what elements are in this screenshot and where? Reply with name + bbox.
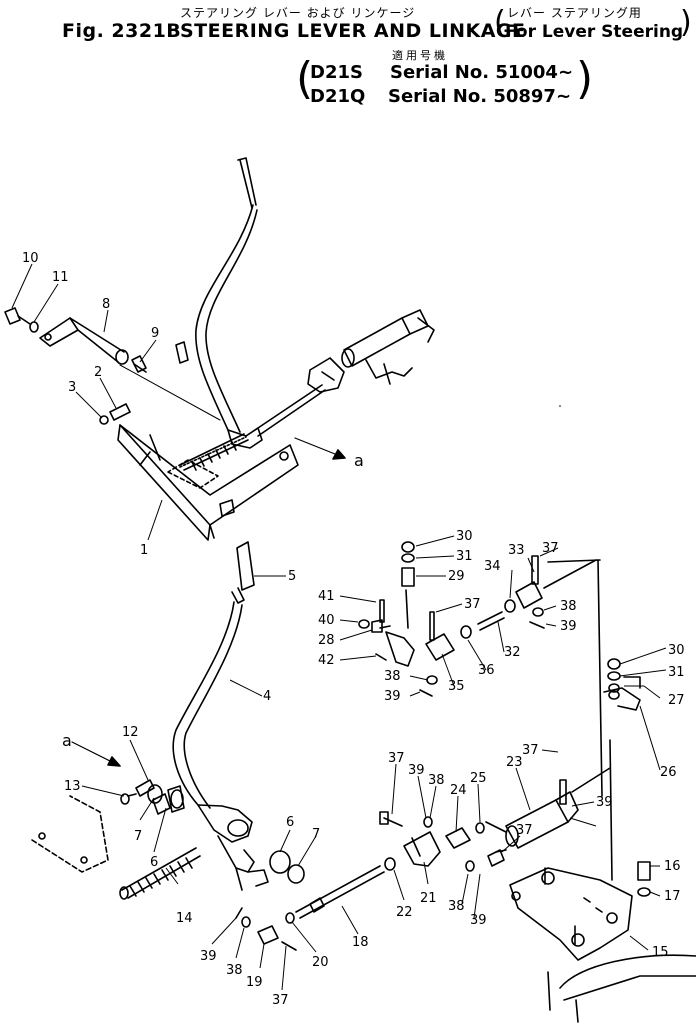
callout-38-i: 39 bbox=[596, 795, 613, 810]
callout-11: 11 bbox=[52, 270, 69, 285]
callout-38-g: 38 bbox=[448, 899, 465, 914]
serial-model-1: D21S bbox=[310, 62, 363, 83]
callout-5: 5 bbox=[288, 569, 296, 584]
japanese-title: ステアリング レバー および リンケージ bbox=[180, 6, 416, 20]
callout-39-a: 39 bbox=[560, 619, 577, 634]
callout-40: 40 bbox=[318, 613, 335, 628]
callout-2: 2 bbox=[94, 365, 102, 380]
callout-38-a: 38 bbox=[560, 599, 577, 614]
serial-number-2: Serial No. 50897∼ bbox=[388, 86, 572, 107]
callout-9: 9 bbox=[151, 326, 159, 341]
variant-close-paren: ) bbox=[680, 5, 692, 40]
callout-29: 29 bbox=[448, 569, 465, 584]
callout-30: 30 bbox=[456, 529, 473, 544]
callout-25: 25 bbox=[470, 771, 487, 786]
callout-38-b: 38 bbox=[384, 669, 401, 684]
callout-labels: 10 11 8 9 2 3 1 5 4 12 13 7 6 14 6 7 18 … bbox=[22, 251, 685, 1008]
callout-34: 34 bbox=[484, 559, 501, 574]
callout-6b: 6 bbox=[286, 815, 294, 830]
callout-24: 24 bbox=[450, 783, 467, 798]
callout-8: 8 bbox=[102, 297, 110, 312]
callout-35: 35 bbox=[448, 679, 465, 694]
serial-open-paren: ( bbox=[296, 53, 314, 104]
callout-23: 23 bbox=[506, 755, 523, 770]
callout-16: 16 bbox=[664, 859, 681, 874]
callout-1: 1 bbox=[140, 543, 148, 558]
callout-26: 26 bbox=[660, 765, 677, 780]
callout-37-h: 37 bbox=[522, 743, 539, 758]
variant-title: For Lever Steering bbox=[505, 22, 684, 42]
callout-10: 10 bbox=[22, 251, 39, 266]
callout-37-f: 37 bbox=[272, 993, 289, 1008]
view-label-a-lower: a bbox=[62, 731, 72, 750]
callout-37-g: 37 bbox=[388, 751, 405, 766]
callout-42: 42 bbox=[318, 653, 335, 668]
parts-drawing bbox=[4, 157, 696, 1023]
serial-model-2: D21Q bbox=[310, 86, 366, 107]
callout-41: 41 bbox=[318, 589, 335, 604]
callout-32: 32 bbox=[504, 645, 521, 660]
callout-39-g: 39 bbox=[470, 913, 487, 928]
callout-12: 12 bbox=[122, 725, 139, 740]
callout-3: 3 bbox=[68, 380, 76, 395]
applicability-label: 適用号機 bbox=[392, 49, 448, 62]
view-labels: a a bbox=[62, 451, 364, 750]
callout-33: 33 bbox=[508, 543, 525, 558]
callout-13: 13 bbox=[64, 779, 81, 794]
variant-open-paren: ( bbox=[494, 5, 506, 40]
callout-37-i: 37 bbox=[516, 823, 533, 838]
callout-39-f: 39 bbox=[200, 949, 217, 964]
serial-close-paren: ) bbox=[576, 53, 594, 104]
callout-30b: 30 bbox=[668, 643, 685, 658]
callout-37-a: 37 bbox=[542, 541, 559, 556]
callout-27: 27 bbox=[668, 693, 685, 708]
callout-6: 6 bbox=[150, 855, 158, 870]
callout-17: 17 bbox=[664, 889, 681, 904]
callout-39-h: 39 bbox=[408, 763, 425, 778]
callout-38-f: 38 bbox=[226, 963, 243, 978]
callout-21: 21 bbox=[420, 891, 437, 906]
callout-18: 18 bbox=[352, 935, 369, 950]
serial-number-1: Serial No. 51004∼ bbox=[390, 62, 574, 83]
callout-7: 7 bbox=[134, 829, 142, 844]
callout-4: 4 bbox=[263, 689, 271, 704]
callout-37-b: 37 bbox=[464, 597, 481, 612]
figure-number: Fig. 2321B bbox=[62, 20, 182, 42]
callout-38-h: 38 bbox=[428, 773, 445, 788]
callout-36: 36 bbox=[478, 663, 495, 678]
leader-lines bbox=[11, 263, 667, 991]
callout-14: 14 bbox=[176, 911, 193, 926]
callout-22: 22 bbox=[396, 905, 413, 920]
variant-japanese: レバー ステアリング用 bbox=[507, 6, 642, 20]
callout-31: 31 bbox=[456, 549, 473, 564]
callout-31b: 31 bbox=[668, 665, 685, 680]
callout-20: 20 bbox=[312, 955, 329, 970]
page-title: STEERING LEVER AND LINKAGE bbox=[180, 20, 526, 42]
callout-19: 19 bbox=[246, 975, 263, 990]
callout-39-b: 39 bbox=[384, 689, 401, 704]
callout-28: 28 bbox=[318, 633, 335, 648]
callout-15: 15 bbox=[652, 945, 669, 960]
callout-7b: 7 bbox=[312, 827, 320, 842]
view-label-a-upper: a bbox=[354, 451, 364, 470]
